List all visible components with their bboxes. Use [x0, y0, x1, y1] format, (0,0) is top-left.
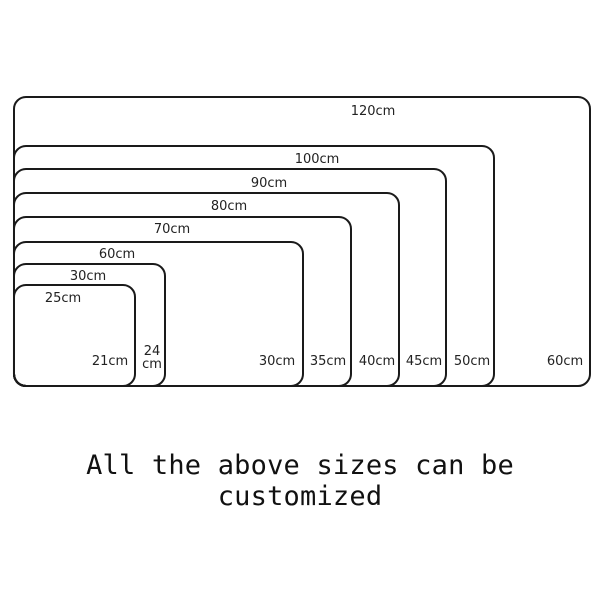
caption: All the above sizes can be customized [86, 450, 514, 512]
size-diagram: 120cm 60cm 100cm 50cm 90cm 45cm 80cm 40cm 70cm 35… [13, 96, 591, 387]
width-label: 60cm [99, 247, 135, 262]
width-label: 25cm [45, 291, 81, 306]
width-label: 80cm [211, 199, 247, 214]
height-label: 40cm [359, 354, 395, 369]
height-label: 60cm [547, 354, 583, 369]
height-label: 30cm [259, 354, 295, 369]
height-label: 50cm [454, 354, 490, 369]
width-label: 30cm [70, 269, 106, 284]
width-label: 70cm [154, 222, 190, 237]
height-label: 35cm [310, 354, 346, 369]
height-label: 21cm [92, 354, 128, 369]
height-label: 45cm [406, 354, 442, 369]
width-label: 100cm [295, 152, 340, 167]
size-outline-25cm [13, 284, 136, 387]
width-label: 90cm [251, 176, 287, 191]
width-label: 120cm [351, 104, 396, 119]
